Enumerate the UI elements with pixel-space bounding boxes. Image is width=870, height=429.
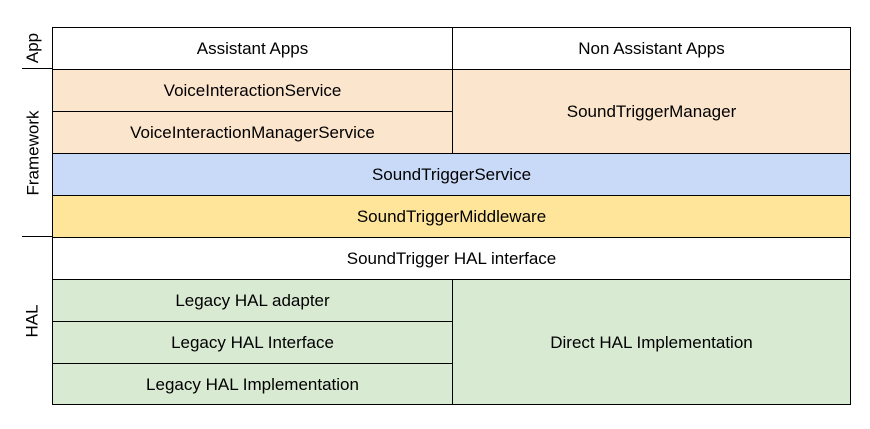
layer-label-app: App — [20, 27, 46, 69]
non-assistant-apps-box: Non Assistant Apps — [452, 27, 851, 70]
sound-trigger-manager-box: SoundTriggerManager — [452, 69, 851, 154]
sound-trigger-middleware-label: SoundTriggerMiddleware — [356, 207, 547, 226]
legacy-hal-interface-label: Legacy HAL Interface — [171, 333, 334, 352]
layer-label-hal: HAL — [20, 237, 46, 404]
legacy-hal-adapter-label: Legacy HAL adapter — [175, 291, 330, 310]
non-assistant-apps-label: Non Assistant Apps — [578, 39, 725, 58]
direct-hal-implementation-label: Direct HAL Implementation — [550, 332, 753, 352]
legacy-hal-implementation-label: Legacy HAL Implementation — [146, 374, 359, 394]
sound-trigger-middleware-box: SoundTriggerMiddleware — [52, 195, 851, 238]
layer-label-framework: Framework — [20, 69, 46, 237]
layer-divider-app-framework — [22, 68, 52, 69]
voice-interaction-manager-service-label: VoiceInteractionManagerService — [130, 123, 375, 142]
sound-trigger-hal-interface-label: SoundTrigger HAL interface — [346, 249, 557, 268]
sound-trigger-service-box: SoundTriggerService — [52, 153, 851, 196]
direct-hal-implementation-box: Direct HAL Implementation — [452, 279, 851, 405]
legacy-hal-interface-box: Legacy HAL Interface — [52, 321, 453, 364]
voice-interaction-manager-service-box: VoiceInteractionManagerService — [52, 111, 453, 154]
legacy-hal-adapter-box: Legacy HAL adapter — [52, 279, 453, 322]
layer-label-hal-text: HAL — [23, 303, 43, 338]
assistant-apps-box: Assistant Apps — [52, 27, 453, 70]
layer-divider-framework-hal — [22, 236, 52, 237]
voice-interaction-service-box: VoiceInteractionService — [52, 69, 453, 112]
sound-trigger-hal-interface-box: SoundTrigger HAL interface — [52, 237, 851, 280]
voice-interaction-service-label: VoiceInteractionService — [163, 81, 342, 100]
sound-trigger-service-label: SoundTriggerService — [371, 165, 532, 184]
sound-trigger-manager-label: SoundTriggerManager — [566, 102, 737, 121]
assistant-apps-label: Assistant Apps — [196, 39, 309, 58]
layer-label-app-text: App — [23, 32, 42, 64]
layer-label-framework-text: Framework — [23, 110, 43, 196]
legacy-hal-implementation-box: Legacy HAL Implementation — [52, 363, 453, 405]
